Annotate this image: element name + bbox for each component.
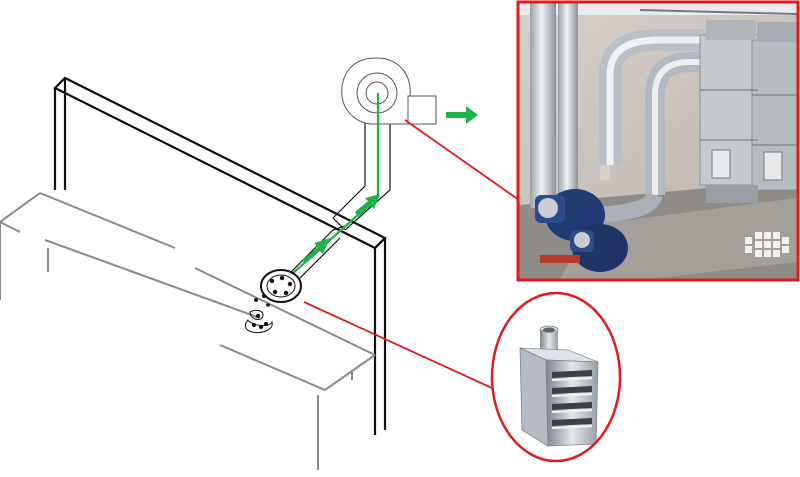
wall-panel xyxy=(53,76,387,435)
solder-fume-source xyxy=(244,309,273,333)
extraction-duct xyxy=(284,100,391,287)
work-bench xyxy=(0,192,376,470)
callout-lines xyxy=(303,119,520,389)
airflow-arrow-icon xyxy=(446,106,478,124)
airflow-arrow-icon xyxy=(355,194,380,217)
cube-logo-icon xyxy=(745,232,789,257)
airflow-arrow-icon xyxy=(302,238,330,264)
extraction-system-photo xyxy=(516,0,800,282)
centrifugal-fan-icon xyxy=(341,57,437,125)
extraction-nozzle xyxy=(254,269,302,307)
airflow-path xyxy=(282,93,478,283)
extraction-hood-detail xyxy=(490,291,622,463)
